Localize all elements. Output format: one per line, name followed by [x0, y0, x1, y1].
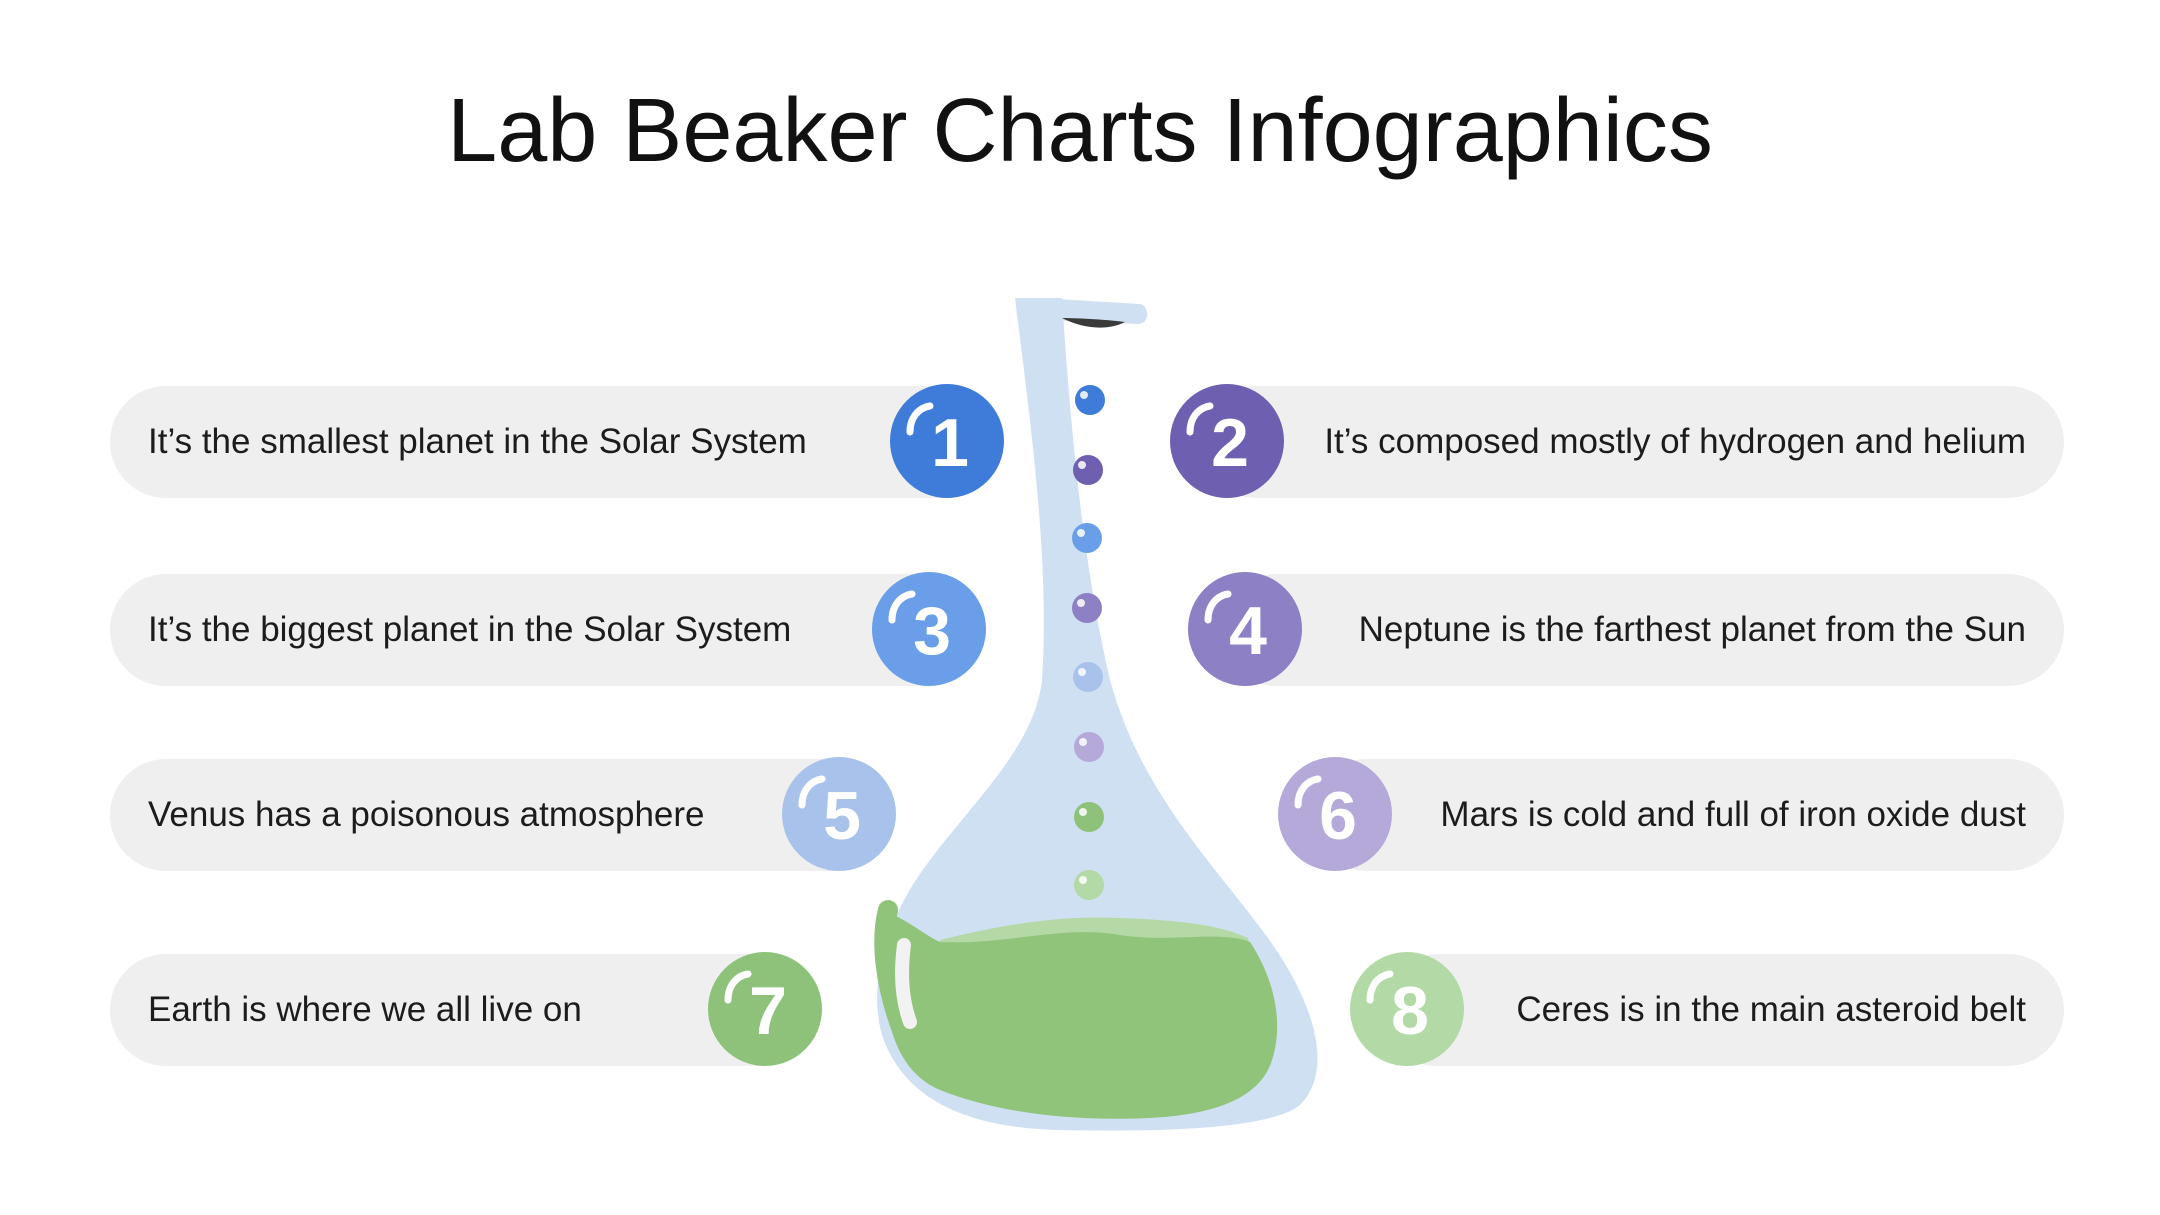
- list-item: Ceres is in the main asteroid belt: [1380, 954, 2064, 1066]
- item-text: Neptune is the farthest planet from the …: [1358, 610, 2026, 649]
- badge-number: 8: [1391, 973, 1429, 1049]
- bubble-icon: [1073, 662, 1103, 692]
- bubble-icon: [1074, 802, 1104, 832]
- number-badge: 4: [1188, 572, 1302, 686]
- number-badge: 7: [708, 952, 822, 1066]
- bubble-icon: [1075, 385, 1105, 415]
- item-text: Venus has a poisonous atmosphere: [148, 795, 705, 834]
- number-badge: 5: [782, 757, 896, 871]
- item-text: It’s composed mostly of hydrogen and hel…: [1324, 422, 2026, 461]
- item-text: Ceres is in the main asteroid belt: [1516, 990, 2026, 1029]
- bubble-column: [1072, 385, 1105, 900]
- flask-lip: [1040, 298, 1148, 324]
- bubble-icon: [1074, 870, 1104, 900]
- flask-spout: [1062, 318, 1125, 328]
- badge-number: 6: [1319, 778, 1357, 854]
- badge-number: 2: [1211, 405, 1249, 481]
- flask-handle: [874, 900, 912, 1040]
- flask-highlight: [895, 938, 917, 1029]
- badge-number: 4: [1229, 593, 1267, 669]
- number-badge: 3: [872, 572, 986, 686]
- item-text: It’s the smallest planet in the Solar Sy…: [148, 422, 807, 461]
- bubble-icon: [1072, 523, 1102, 553]
- flask-liquid: [884, 912, 1278, 1119]
- bubble-icon: [1073, 455, 1103, 485]
- number-badge: 6: [1278, 757, 1392, 871]
- badge-number: 3: [913, 593, 951, 669]
- list-item: It’s the smallest planet in the Solar Sy…: [110, 386, 1000, 498]
- bubble-icon: [1074, 732, 1104, 762]
- list-item: It’s composed mostly of hydrogen and hel…: [1200, 386, 2064, 498]
- item-text: Mars is cold and full of iron oxide dust: [1440, 795, 2026, 834]
- list-item: Earth is where we all live on: [110, 954, 820, 1066]
- bubble-icon: [1072, 593, 1102, 623]
- badge-number: 1: [931, 405, 969, 481]
- list-item: Neptune is the farthest planet from the …: [1220, 574, 2064, 686]
- page-title: Lab Beaker Charts Infographics: [447, 81, 1713, 181]
- item-text: Earth is where we all live on: [148, 990, 582, 1029]
- bubble-shines: [1077, 391, 1088, 884]
- number-badge: 1: [890, 384, 1004, 498]
- number-badge: 8: [1350, 952, 1464, 1066]
- list-item: Venus has a poisonous atmosphere: [110, 759, 890, 871]
- list-item: It’s the biggest planet in the Solar Sys…: [110, 574, 980, 686]
- item-text: It’s the biggest planet in the Solar Sys…: [148, 610, 792, 649]
- badge-number: 5: [823, 778, 861, 854]
- number-badge: 2: [1170, 384, 1284, 498]
- badge-number: 7: [749, 973, 787, 1049]
- flask-liquid-light: [940, 917, 1250, 960]
- list-item: Mars is cold and full of iron oxide dust: [1310, 759, 2064, 871]
